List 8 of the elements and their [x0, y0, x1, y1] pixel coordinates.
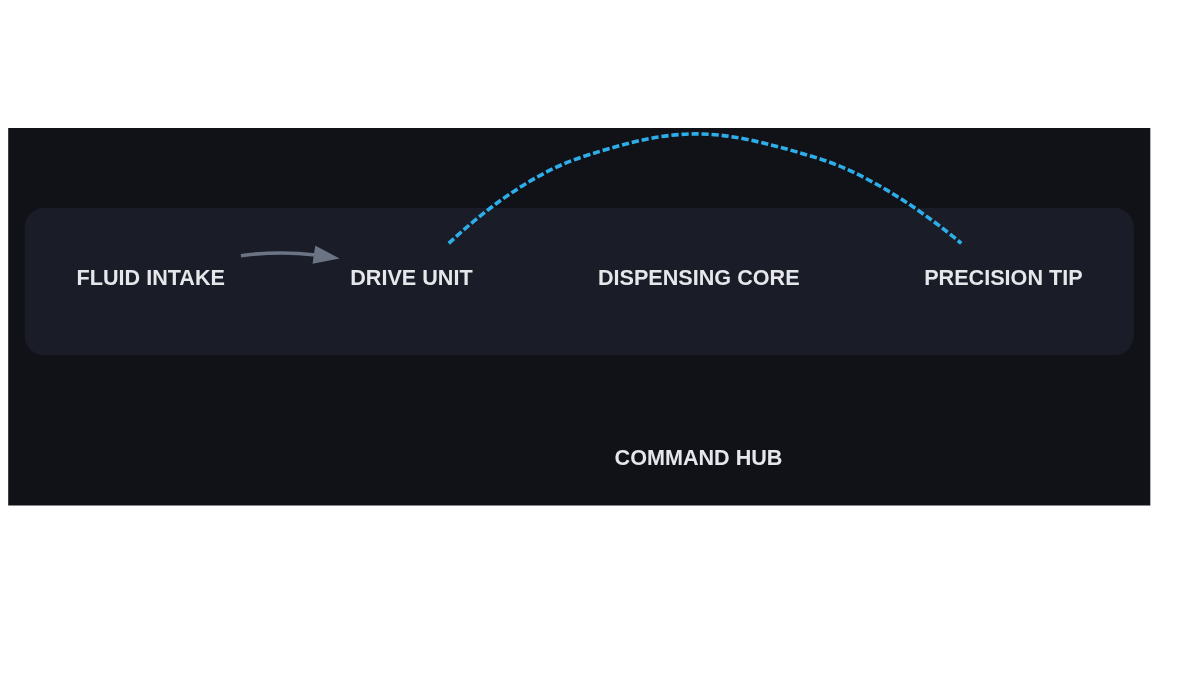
node-text: PRECISION TIP [924, 265, 1083, 291]
node-text: FLUID INTAKE [76, 265, 225, 291]
connector [447, 132, 963, 245]
node-text: DISPENSING CORE [597, 265, 800, 291]
arrow [240, 245, 340, 264]
node-text: COMMAND HUB [614, 445, 783, 471]
node-text: DRIVE UNIT [350, 265, 473, 291]
cluster [24, 208, 1134, 355]
